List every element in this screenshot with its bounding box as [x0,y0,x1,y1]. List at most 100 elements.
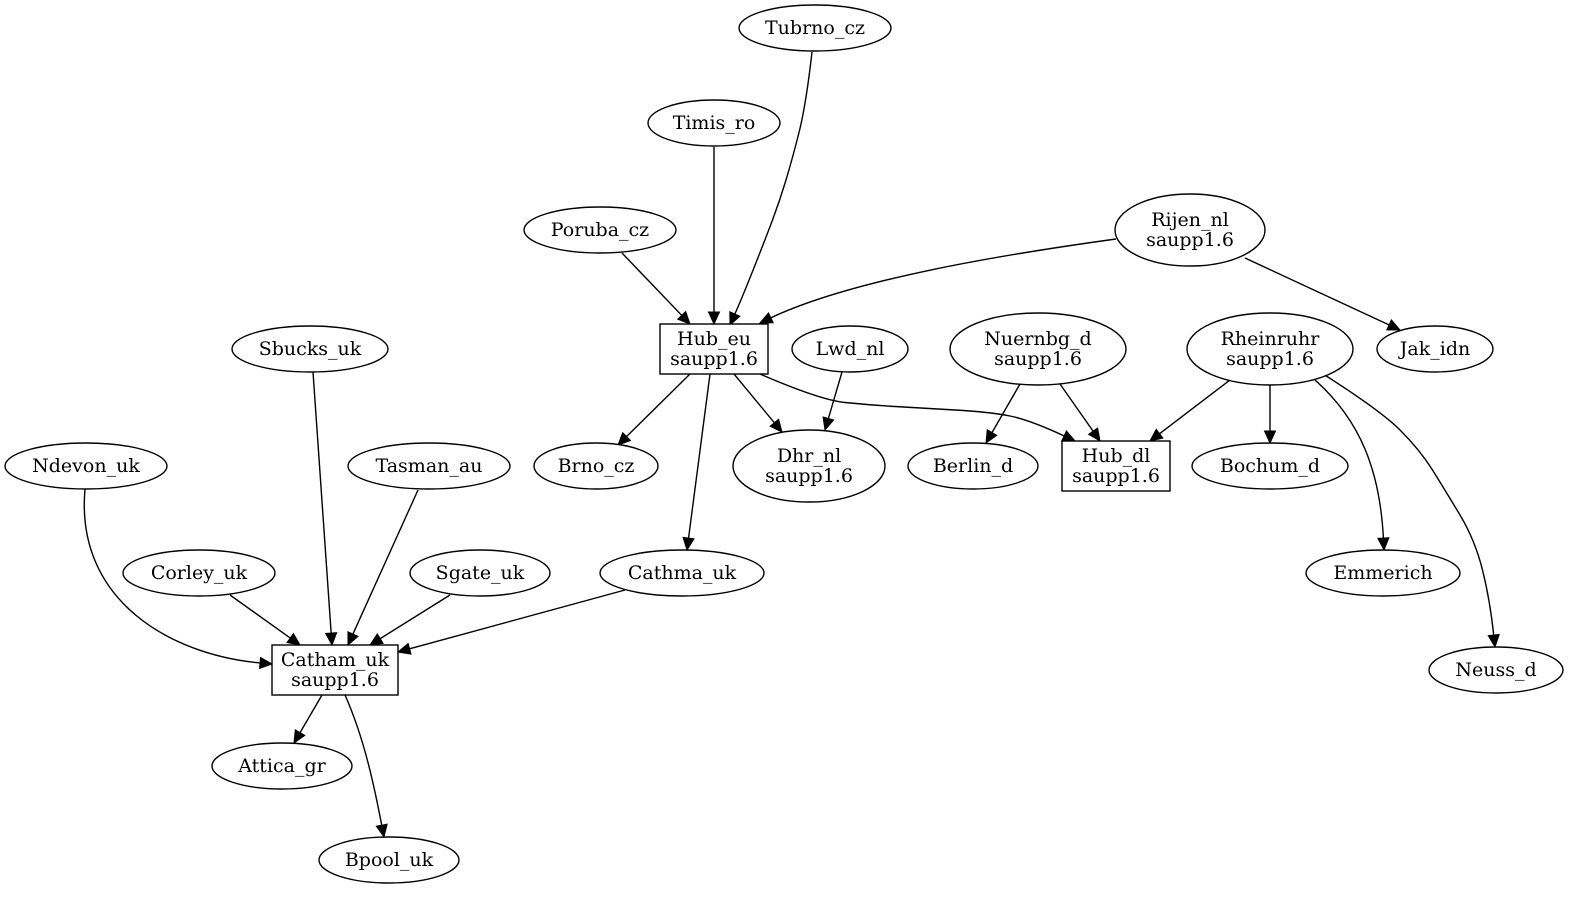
node-cathma-uk[interactable]: Cathma_uk [599,549,765,597]
arrowhead-icon [758,311,774,324]
node-ellipse [523,206,677,254]
node-ellipse [347,442,511,490]
node-ellipse [647,99,781,147]
node-name-label: Jak_idn [1398,338,1470,360]
node-ellipse [1428,646,1564,694]
arrowhead-icon [1487,633,1500,649]
node-bpool-uk[interactable]: Bpool_uk [318,836,460,884]
node-box [1061,440,1171,492]
node-name-label: Ndevon_uk [32,455,140,477]
arrowhead-icon [707,311,721,326]
node-ellipse [409,549,551,597]
node-name-label: Tubrno_cz [765,17,865,39]
edge-rheinruhr-to-emmerich [1314,379,1390,552]
edge-line [1244,257,1391,327]
node-sbucks-uk[interactable]: Sbucks_uk [231,325,389,373]
node-name-label: Cathma_uk [628,562,737,584]
node-name-label: Rheinruhr [1221,328,1321,350]
node-ellipse [949,312,1127,386]
node-name-label: Lwd_nl [816,338,885,360]
edge-line [1059,383,1095,433]
edge-line [351,489,419,636]
node-timis-ro[interactable]: Timis_ro [647,99,781,147]
arrowhead-icon [985,429,998,445]
edge-poruba_cz-to-hub_eu [621,252,691,325]
node-jak-idn[interactable]: Jak_idn [1376,325,1494,373]
arrowhead-icon [347,631,359,647]
node-name-label: Catham_uk [281,649,390,671]
edge-rijen_nl-to-jak_idn [1244,257,1402,331]
node-name-label: Nuernbg_d [984,328,1091,350]
edge-line [408,589,626,650]
arrowhead-icon [617,431,632,446]
node-corley-uk[interactable]: Corley_uk [122,549,276,597]
node-ellipse [732,429,886,503]
node-brno-cz[interactable]: Brno_cz [533,442,659,490]
node-name-label: Attica_gr [237,755,326,777]
node-poruba-cz[interactable]: Poruba_cz [523,206,677,254]
node-name-label: Bochum_d [1220,455,1320,477]
edge-lwd_nl-to-dhr_nl [822,371,843,432]
node-tasman-au[interactable]: Tasman_au [347,442,511,490]
node-ellipse [738,4,892,52]
arrowhead-icon [682,536,695,552]
node-version-label: saupp1.6 [1226,348,1314,370]
edge-nuernbg_d-to-hub_dl [1059,383,1101,442]
edge-catham_uk-to-bpool_uk [344,694,388,839]
node-name-label: Sgate_uk [436,562,525,584]
node-box [659,323,769,375]
node-ellipse [1186,312,1354,386]
edge-tubrno_cz-to-hub_eu [729,51,813,327]
node-ellipse [231,325,389,373]
edge-line [1319,371,1495,637]
node-sgate-uk[interactable]: Sgate_uk [409,549,551,597]
arrowhead-icon [676,310,691,325]
node-name-label: Sbucks_uk [259,338,362,360]
node-lwd-nl[interactable]: Lwd_nl [791,325,909,373]
node-emmerich[interactable]: Emmerich [1305,549,1461,597]
arrowhead-icon [769,418,783,433]
arrowhead-icon [1061,430,1077,442]
edge-line [229,594,292,640]
node-version-label: saupp1.6 [670,348,758,370]
edge-rheinruhr-to-bochum_d [1263,385,1277,445]
edge-hub_eu-to-brno_cz [617,373,691,446]
arrowhead-icon [375,823,388,839]
edge-line [827,371,843,420]
node-box [271,644,399,696]
node-ndevon-uk[interactable]: Ndevon_uk [4,442,168,490]
edge-line [769,238,1117,319]
node-version-label: saupp1.6 [765,465,853,487]
arrowhead-icon [1149,428,1164,442]
edge-hub_eu-to-dhr_nl [733,373,783,433]
edge-line [687,373,711,540]
node-tubrno-cz[interactable]: Tubrno_cz [738,4,892,52]
edge-line [990,383,1021,434]
node-name-label: Timis_ro [673,112,756,134]
node-name-label: Hub_eu [677,328,751,350]
node-name-label: Corley_uk [151,562,248,584]
node-ellipse [1191,442,1349,490]
node-ellipse [907,442,1039,490]
edge-rheinruhr-to-neuss_d [1319,371,1500,649]
edge-hub_eu-to-cathma_uk [682,373,711,552]
edges-layer [83,51,1500,839]
node-berlin-d[interactable]: Berlin_d [907,442,1039,490]
edge-nuernbg_d-to-berlin_d [985,383,1021,445]
node-attica-gr[interactable]: Attica_gr [211,742,353,790]
node-version-label: saupp1.6 [291,669,379,691]
node-neuss-d[interactable]: Neuss_d [1428,646,1564,694]
edge-line [759,373,1066,437]
edge-line [733,373,776,424]
edge-line [83,488,262,664]
node-version-label: saupp1.6 [1146,229,1234,251]
node-bochum-d[interactable]: Bochum_d [1191,442,1349,490]
